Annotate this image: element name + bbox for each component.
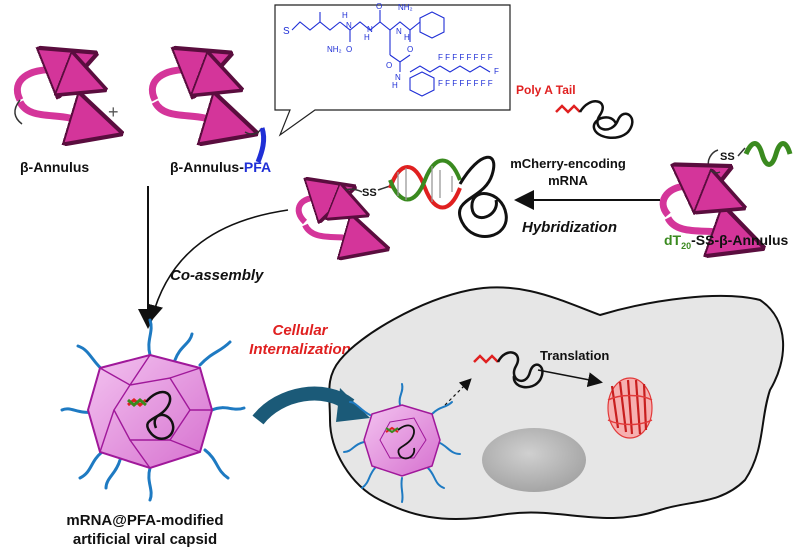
ss-label-center: SS — [362, 187, 377, 199]
chem-h3: H — [404, 33, 410, 42]
nucleus — [482, 428, 586, 492]
chem-n1: N — [346, 21, 352, 30]
chem-f-chain-top: F F F F F F F F — [438, 53, 493, 62]
chem-n4: N — [395, 73, 401, 82]
label-poly-a-tail: Poly A Tail — [516, 83, 576, 97]
chem-n2: N — [367, 25, 373, 34]
internalization-arrowhead — [336, 388, 370, 422]
label-dt20-ss-beta-annulus: dT20-SS-β-Annulus — [664, 232, 789, 251]
cell-body — [328, 286, 785, 520]
chem-n3: N — [396, 27, 402, 36]
label-capsid-line1: mRNA@PFA-modified — [66, 512, 223, 529]
chem-h1: H — [342, 11, 348, 20]
chem-s: S — [283, 26, 290, 37]
label-co-assembly: Co-assembly — [170, 267, 264, 284]
chem-o2: O — [346, 45, 352, 54]
label-cellular: Cellular — [272, 322, 328, 339]
label-hybridization: Hybridization — [522, 219, 617, 236]
chem-nh2: NH₂ — [327, 45, 342, 54]
capsid-large — [60, 318, 246, 502]
chem-o4: O — [386, 61, 392, 70]
label-mcherry-line2: mRNA — [548, 173, 588, 188]
chem-f-chain-bottom: F F F F F F F F — [438, 79, 493, 88]
translation-arrow — [537, 369, 603, 388]
hybridized-complex: SS — [295, 155, 508, 246]
label-capsid-line2: artificial viral capsid — [73, 531, 217, 548]
mcherry-protein — [607, 377, 653, 439]
chem-o: O — [376, 2, 382, 11]
chem-o3: O — [407, 45, 413, 54]
ss-label-right: SS — [720, 151, 735, 163]
chem-f-end: F — [494, 67, 499, 76]
plus-sign: + — [108, 102, 119, 122]
label-beta-annulus-pfa: β-Annulus-PFA — [170, 159, 271, 175]
mrna-small — [555, 100, 634, 140]
beta-annulus-pfa-structure — [149, 58, 267, 163]
chem-h2: H — [364, 33, 370, 42]
capsid-small — [343, 383, 461, 503]
label-translation: Translation — [540, 348, 609, 363]
label-beta-annulus: β-Annulus — [20, 159, 89, 175]
beta-annulus-structure — [14, 58, 110, 130]
pfa-structure-callout: S NH₂ H N H N O NH₂ O H N O O N H F F F … — [274, 2, 511, 137]
label-mcherry-line1: mCherry-encoding — [510, 156, 626, 171]
co-assembly-arrow — [147, 209, 289, 322]
label-internalization: Internalization — [249, 341, 351, 358]
dt20-ss-beta-annulus-structure: SS — [659, 141, 793, 245]
chem-h4: H — [392, 81, 398, 90]
released-mrna — [473, 351, 544, 389]
chem-nh2b: NH₂ — [398, 3, 413, 12]
